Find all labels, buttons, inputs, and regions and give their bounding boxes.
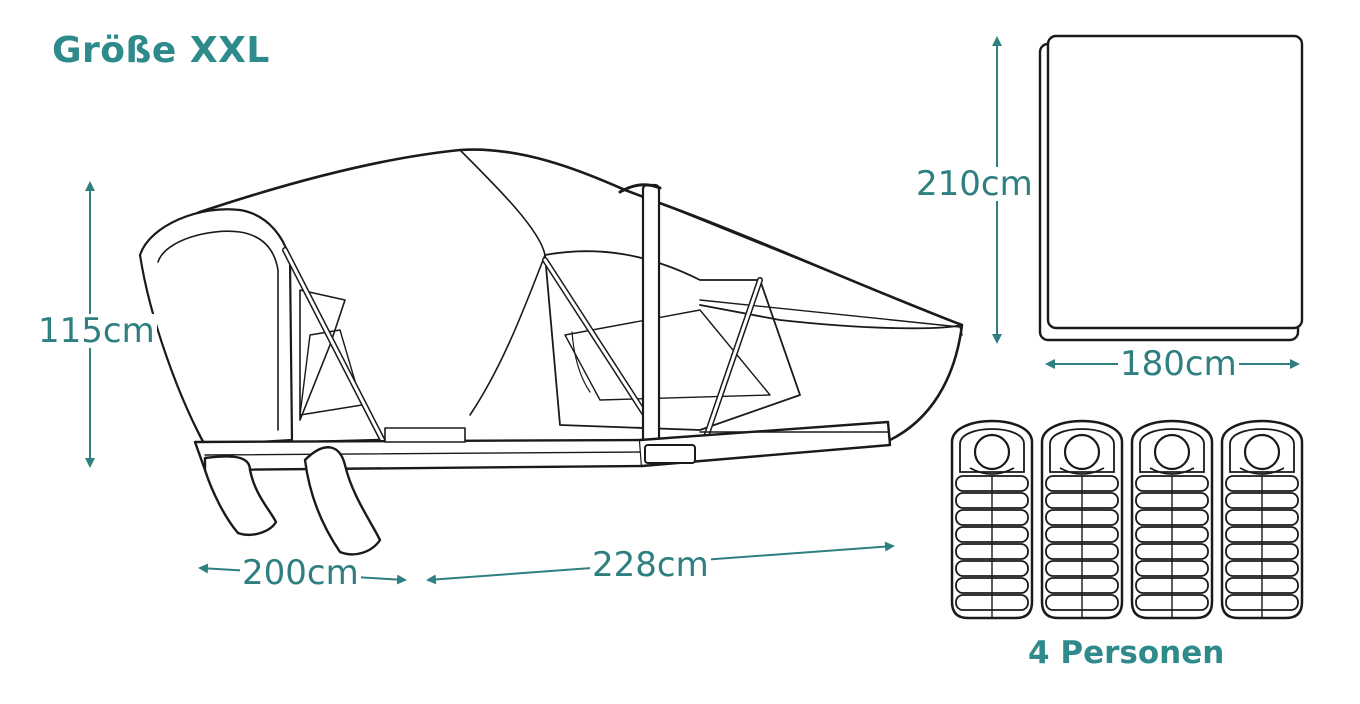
mattress-length-label: 210cm (914, 164, 1035, 204)
open-length-label: 228cm (590, 545, 711, 585)
sleeping-bags-illustration (950, 419, 1304, 620)
size-title: Größe XXL (52, 30, 270, 71)
height-label: 115cm (36, 311, 157, 351)
rooftop-tent-illustration (138, 148, 964, 556)
closed-depth-label: 200cm (240, 553, 361, 593)
capacity-label: 4 Personen (1028, 635, 1225, 671)
mattress-width-label: 180cm (1118, 344, 1239, 384)
mattress-illustration (1038, 34, 1304, 342)
